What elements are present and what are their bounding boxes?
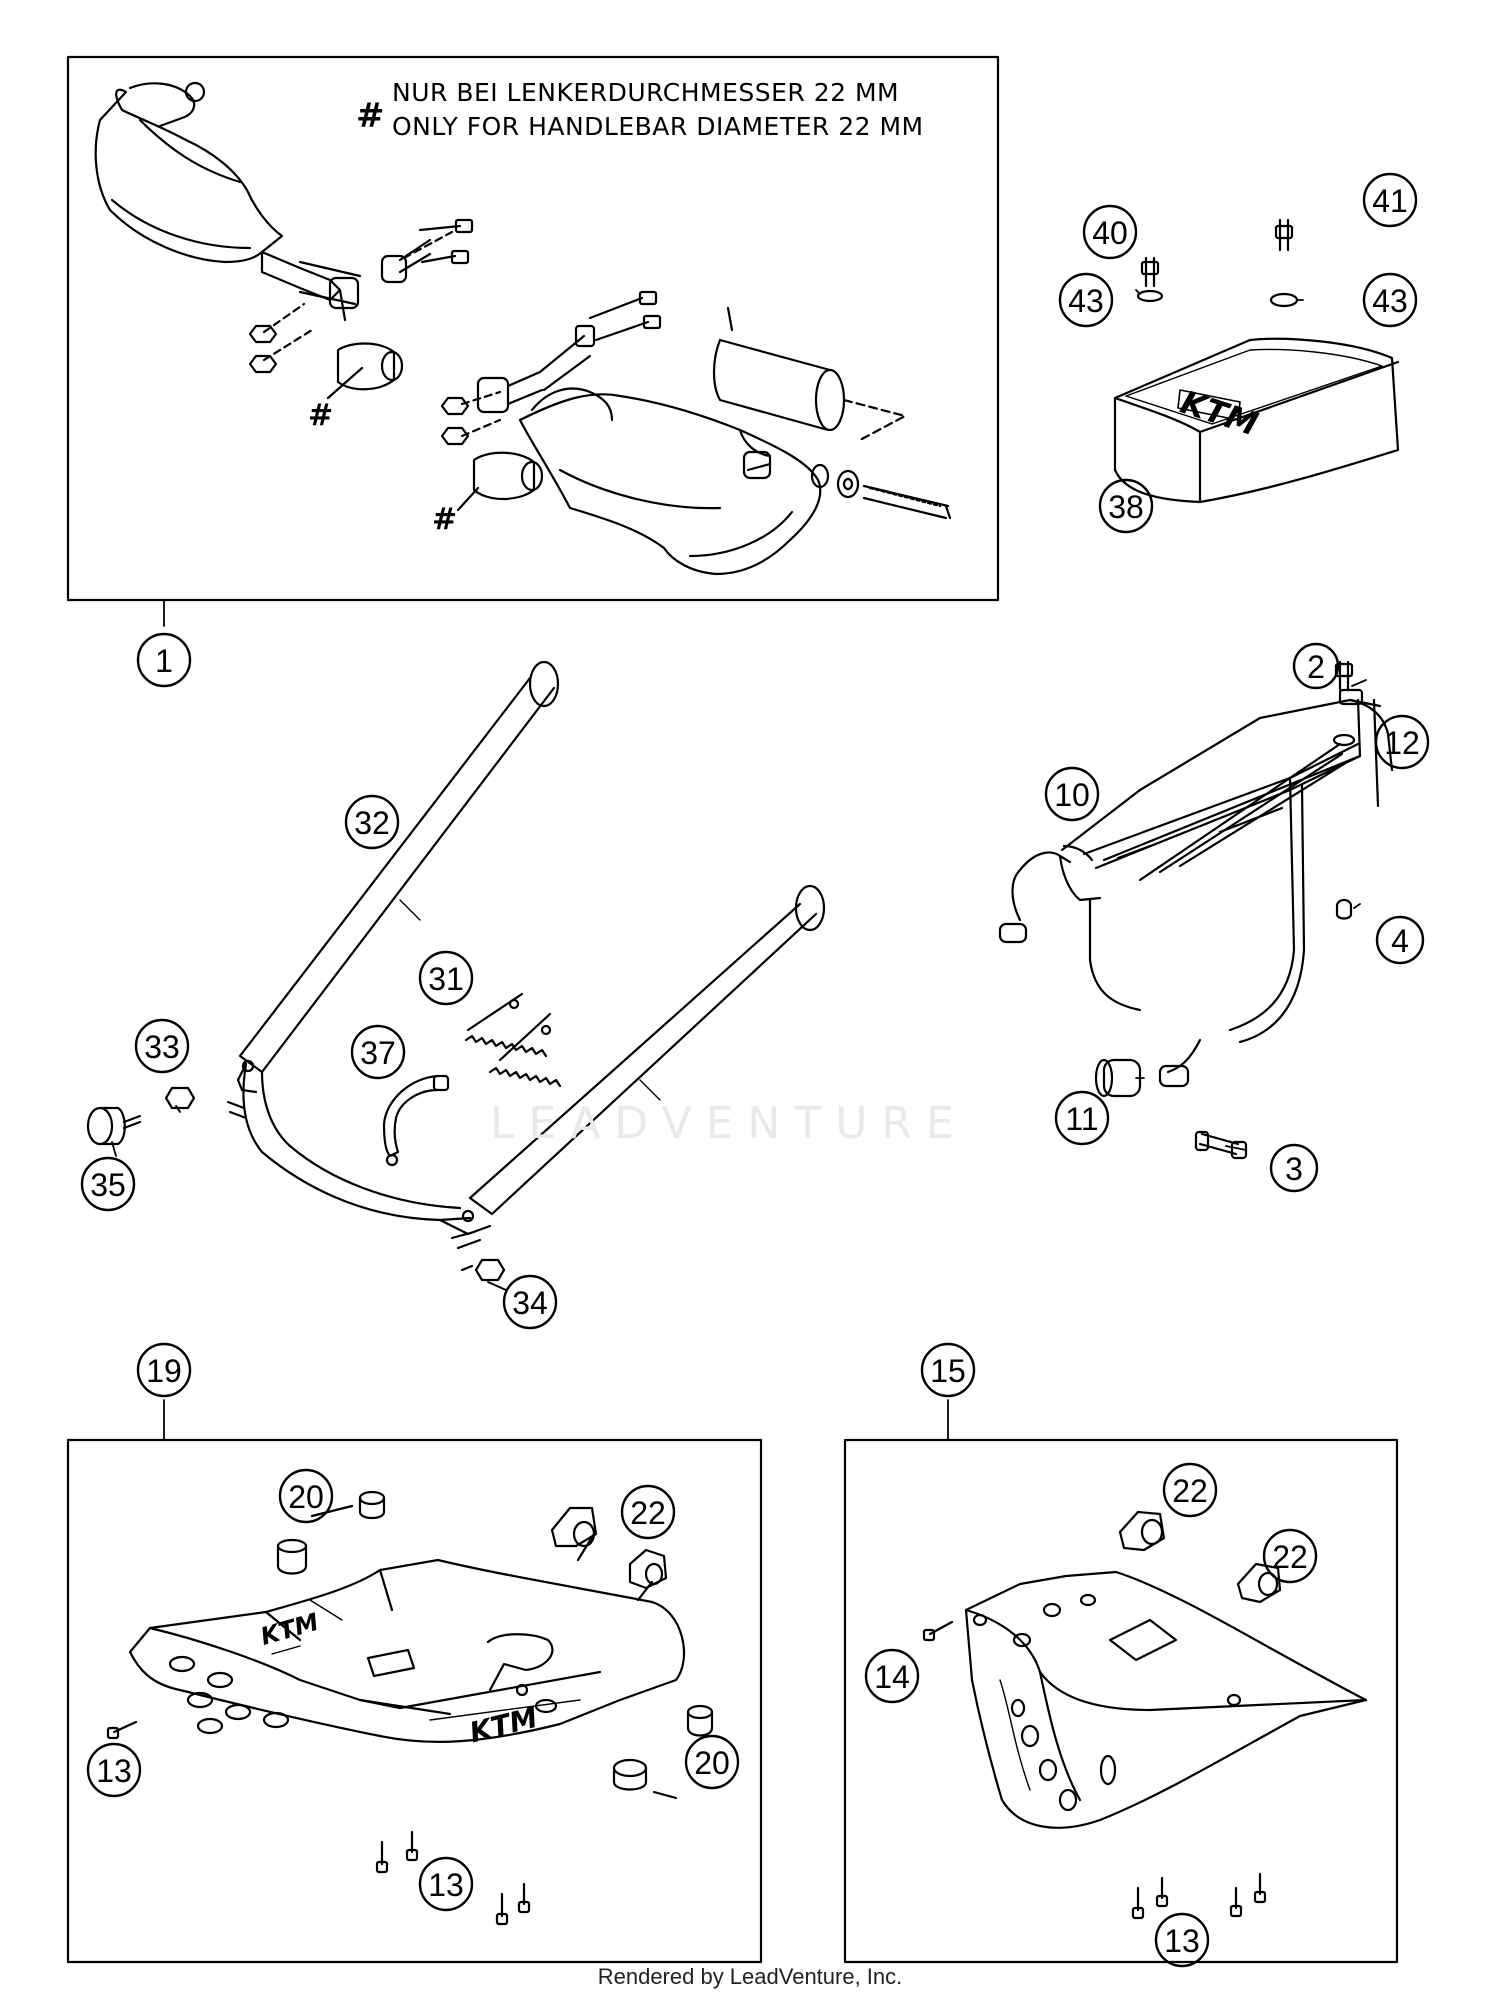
left-clamp-hardware xyxy=(248,218,474,391)
callout-circle-14 xyxy=(864,1648,920,1704)
hash-leader-upper xyxy=(326,366,364,400)
callout-14: 14 xyxy=(874,1659,910,1695)
callout-circle-10 xyxy=(1044,766,1100,822)
callout-circle-31 xyxy=(418,950,474,1006)
callout-2: 2 xyxy=(1307,649,1325,685)
callout-20a: 20 xyxy=(288,1479,324,1515)
rear-rack-drawing xyxy=(998,688,1394,1088)
callout-1: 1 xyxy=(155,643,173,679)
callout-leaders xyxy=(111,289,1367,1441)
callout-41: 41 xyxy=(1372,183,1408,219)
callout-circle-15 xyxy=(920,1342,976,1398)
callout-circle-41 xyxy=(1362,172,1418,228)
callout-22c: 22 xyxy=(1272,1539,1308,1575)
skid-plate-19-hardware xyxy=(276,1490,714,1800)
skid-plate-19-box xyxy=(66,1438,763,1964)
plate-hardware xyxy=(1136,218,1299,308)
skid-plate-15-drawing xyxy=(964,1570,1368,1829)
right-clamp-hardware xyxy=(440,290,662,500)
callout-19: 19 xyxy=(146,1353,182,1389)
callout-circle-13b xyxy=(418,1856,474,1912)
callout-circles xyxy=(80,172,1430,1968)
callout-circle-43b xyxy=(1362,272,1418,328)
callout-circle-35 xyxy=(80,1156,136,1212)
callout-20b: 20 xyxy=(694,1745,730,1781)
skid-plate-15-box xyxy=(843,1438,1399,1964)
callout-circle-40 xyxy=(1082,204,1138,260)
stand-hardware xyxy=(86,1086,506,1282)
callout-circle-22a xyxy=(620,1484,676,1540)
hash-marker-lower: # xyxy=(432,502,458,537)
callout-11: 11 xyxy=(1065,1101,1098,1137)
callout-34: 34 xyxy=(512,1285,548,1321)
callout-circle-4 xyxy=(1375,915,1425,965)
callout-40: 40 xyxy=(1092,215,1128,251)
callout-43b: 43 xyxy=(1372,283,1408,319)
brand-mark-skid-19-front: KTM xyxy=(466,1701,541,1750)
rack-hardware xyxy=(1094,660,1356,1160)
callout-circle-2 xyxy=(1292,642,1340,690)
callout-12: 12 xyxy=(1384,725,1420,761)
brand-mark-plate: KTM xyxy=(1176,383,1263,443)
callout-circle-20a xyxy=(278,1468,334,1524)
callout-43a: 43 xyxy=(1068,283,1104,319)
handguard-kit-box xyxy=(66,55,1000,602)
callout-circle-37 xyxy=(350,1024,406,1080)
note-line-de: NUR BEI LENKERDURCHMESSER 22 MM xyxy=(392,78,900,107)
stand-bracket-drawing xyxy=(382,1074,450,1167)
left-handguard-drawing xyxy=(94,81,362,322)
callout-circle-13c xyxy=(1154,1912,1210,1968)
callout-31: 31 xyxy=(428,961,464,997)
callout-circle-1 xyxy=(136,632,192,688)
callout-22b: 22 xyxy=(1172,1473,1208,1509)
callout-circle-22b xyxy=(1162,1462,1218,1518)
watermark: LEADVENTURE xyxy=(490,1098,968,1149)
callout-circle-43a xyxy=(1058,272,1114,328)
callout-circle-22c xyxy=(1262,1528,1318,1584)
callout-circle-38 xyxy=(1098,478,1154,534)
callout-circle-13a xyxy=(86,1742,142,1798)
callout-3: 3 xyxy=(1285,1151,1303,1187)
screws-13-left xyxy=(106,1720,531,1926)
skid-plate-19-drawing xyxy=(128,1558,686,1743)
callout-circle-33 xyxy=(134,1018,190,1074)
skid-plate-15-hardware xyxy=(922,1510,1282,1920)
stand-drawing xyxy=(226,660,826,1250)
hash-leader-lower xyxy=(456,486,480,512)
callout-circle-12 xyxy=(1374,714,1430,770)
callout-13b: 13 xyxy=(428,1867,464,1903)
callout-35: 35 xyxy=(90,1167,126,1203)
callout-37: 37 xyxy=(360,1035,396,1071)
callout-circle-11 xyxy=(1054,1090,1110,1146)
callout-38: 38 xyxy=(1108,489,1144,525)
callout-13c: 13 xyxy=(1164,1923,1200,1959)
stand-springs-drawing xyxy=(464,992,562,1088)
note-line-en: ONLY FOR HANDLEBAR DIAMETER 22 MM xyxy=(392,112,924,141)
handlebar-end-drawing xyxy=(712,306,907,442)
callout-4: 4 xyxy=(1391,923,1409,959)
footer-credit: Rendered by LeadVenture, Inc. xyxy=(597,1964,903,1989)
callout-33: 33 xyxy=(144,1029,180,1065)
note-hash-symbol: # xyxy=(356,96,385,136)
callout-circle-3 xyxy=(1269,1143,1319,1193)
hash-marker-upper: # xyxy=(308,398,334,433)
callout-22a: 22 xyxy=(630,1495,666,1531)
right-handguard-drawing xyxy=(518,387,952,576)
callout-circle-19 xyxy=(136,1342,192,1398)
callout-32: 32 xyxy=(354,805,390,841)
callout-15: 15 xyxy=(930,1353,966,1389)
callout-circle-34 xyxy=(502,1274,558,1330)
callout-10: 10 xyxy=(1054,777,1090,813)
callout-circle-20b xyxy=(684,1734,740,1790)
callout-13a: 13 xyxy=(96,1753,132,1789)
callout-circle-32 xyxy=(344,794,400,850)
